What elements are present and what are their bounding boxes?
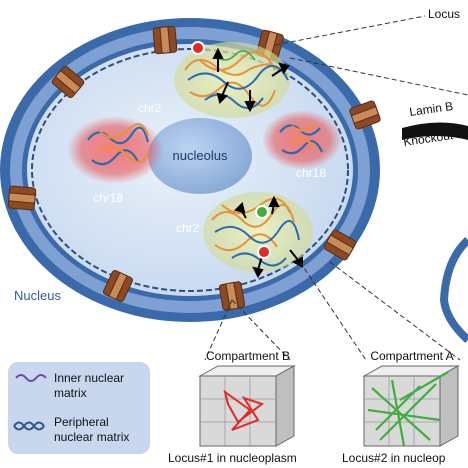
chr2-bottom-territory (203, 192, 313, 272)
nuclear-pore (218, 281, 246, 311)
locus2-chromatin (367, 371, 449, 447)
nuclear-pore (323, 229, 357, 261)
legend-peripheral-line1: Peripheral (54, 415, 109, 429)
zoom-lines (204, 261, 461, 361)
compartment-a-cube (362, 365, 460, 447)
locus-pointer-line-2 (289, 57, 468, 96)
locus-red-top (191, 41, 205, 55)
inner-matrix-swatch (15, 374, 47, 382)
chr18-right-territory (262, 110, 342, 170)
locus2-caption: Locus#2 in nucleop (342, 451, 446, 465)
nuclear-pore (51, 65, 85, 99)
legend-inner-line1: Inner nuclear (54, 371, 124, 385)
legend: Inner nuclear matrix Peripheral nuclear … (8, 362, 150, 454)
nucleolus (148, 118, 252, 194)
nuclear-pores (7, 25, 381, 311)
chr2-top-label: chr2 (138, 101, 162, 115)
chr18-right-label: chr18 (296, 166, 326, 180)
knockout-arrow (402, 122, 468, 140)
locus1-chromatin (223, 389, 265, 431)
chr18-left-label: chr18 (93, 191, 123, 205)
chr18-left-territory (67, 116, 163, 184)
legend-peripheral-line2: nuclear matrix (54, 430, 129, 444)
compartment-a-label: Compartment A (370, 349, 453, 363)
peripheral-matrix-swatch (13, 421, 45, 431)
movement-arrows (212, 47, 303, 278)
nuclear-pore (7, 185, 37, 211)
lamin-b-label: Lamin B (408, 99, 454, 119)
compartment-b-cube (198, 365, 296, 447)
compartment-b-label: Compartment B (206, 349, 290, 363)
second-nucleus-edge (439, 237, 468, 343)
nuclear-pore (349, 100, 381, 130)
peripheral-nuclear-matrix (31, 48, 349, 292)
knockout-label: Knockout (402, 128, 454, 149)
chr2-bottom-label: chr2 (176, 221, 200, 235)
legend-inner-line2: matrix (54, 386, 87, 400)
locus-top-label: Locus (428, 7, 460, 21)
locus-red-bottom (257, 245, 271, 259)
legend-box (8, 362, 150, 454)
nucleolus-label: nucleolus (173, 148, 228, 163)
locus-pointer-line (274, 15, 426, 46)
nucleus-label: Nucleus (14, 288, 61, 303)
locus-green (255, 205, 269, 219)
nuclear-pore (152, 25, 178, 55)
chr2-top-territory (174, 42, 290, 118)
nuclear-pore (103, 270, 133, 302)
locus1-caption: Locus#1 in nucleoplasm (168, 451, 297, 465)
